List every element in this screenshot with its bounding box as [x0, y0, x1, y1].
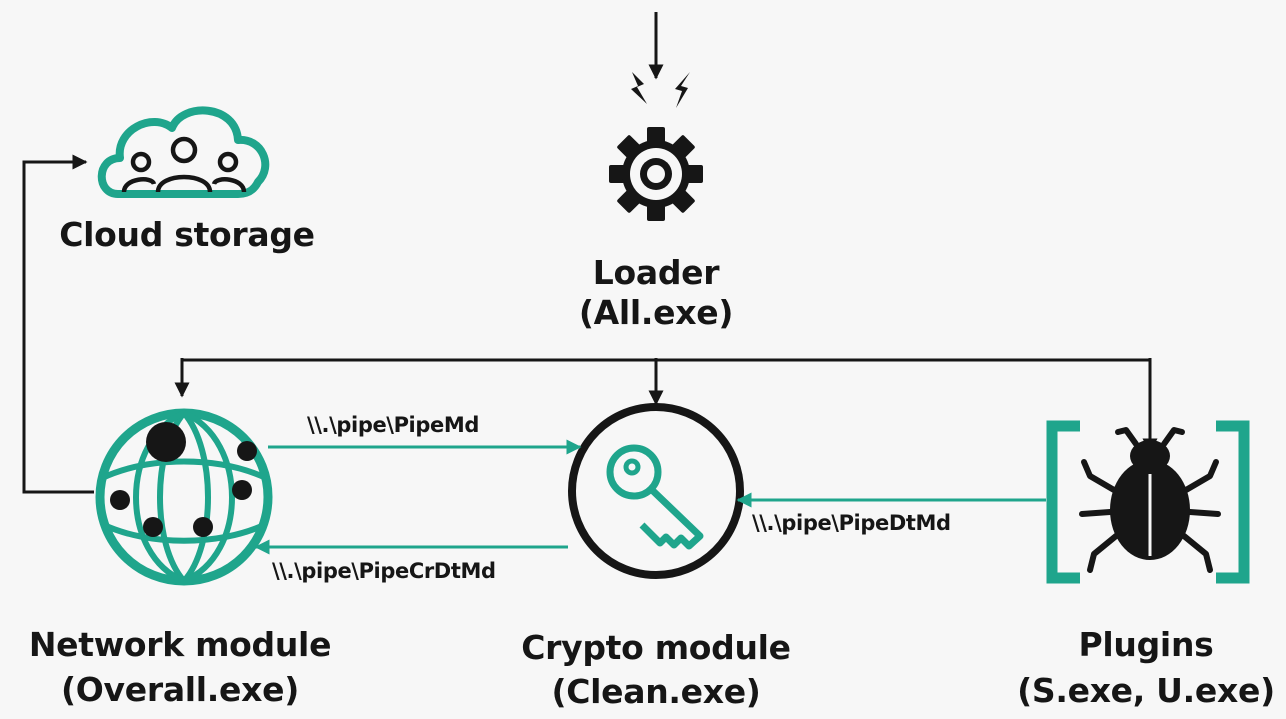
loader-name: Loader — [592, 253, 720, 292]
crypto-module-circle — [568, 403, 744, 579]
lightning-icon — [631, 72, 690, 108]
crypto-module-label: Crypto module (Clean.exe) — [506, 626, 806, 714]
plugins-file: (S.exe, U.exe) — [1017, 671, 1275, 710]
loader-file: (All.exe) — [578, 293, 734, 332]
cloud-storage-label: Cloud storage — [59, 215, 315, 254]
key-icon — [606, 444, 704, 550]
loader-label: Loader (All.exe) — [556, 253, 756, 333]
network-module-label: Network module (Overall.exe) — [10, 622, 350, 712]
plugins-name: Plugins — [1078, 625, 1214, 664]
plugins-brackets — [1046, 420, 1250, 584]
network-module-file: (Overall.exe) — [61, 670, 299, 709]
crypto-module-file: (Clean.exe) — [551, 672, 761, 711]
network-module-name: Network module — [28, 625, 332, 664]
bug-icon — [1079, 427, 1221, 573]
gear-icon — [609, 127, 703, 221]
plugins-label: Plugins (S.exe, U.exe) — [1006, 622, 1286, 714]
pipe-md-label: \\.\pipe\PipeMd — [307, 413, 479, 437]
cloud-users-icon — [97, 106, 270, 198]
crypto-module-name: Crypto module — [521, 628, 791, 667]
pipe-dtmd-label: \\.\pipe\PipeDtMd — [752, 511, 951, 535]
network-globe-icon — [95, 408, 273, 586]
pipe-crdtmd-label: \\.\pipe\PipeCrDtMd — [272, 559, 496, 583]
network-to-cloud-arrow — [22, 154, 94, 494]
